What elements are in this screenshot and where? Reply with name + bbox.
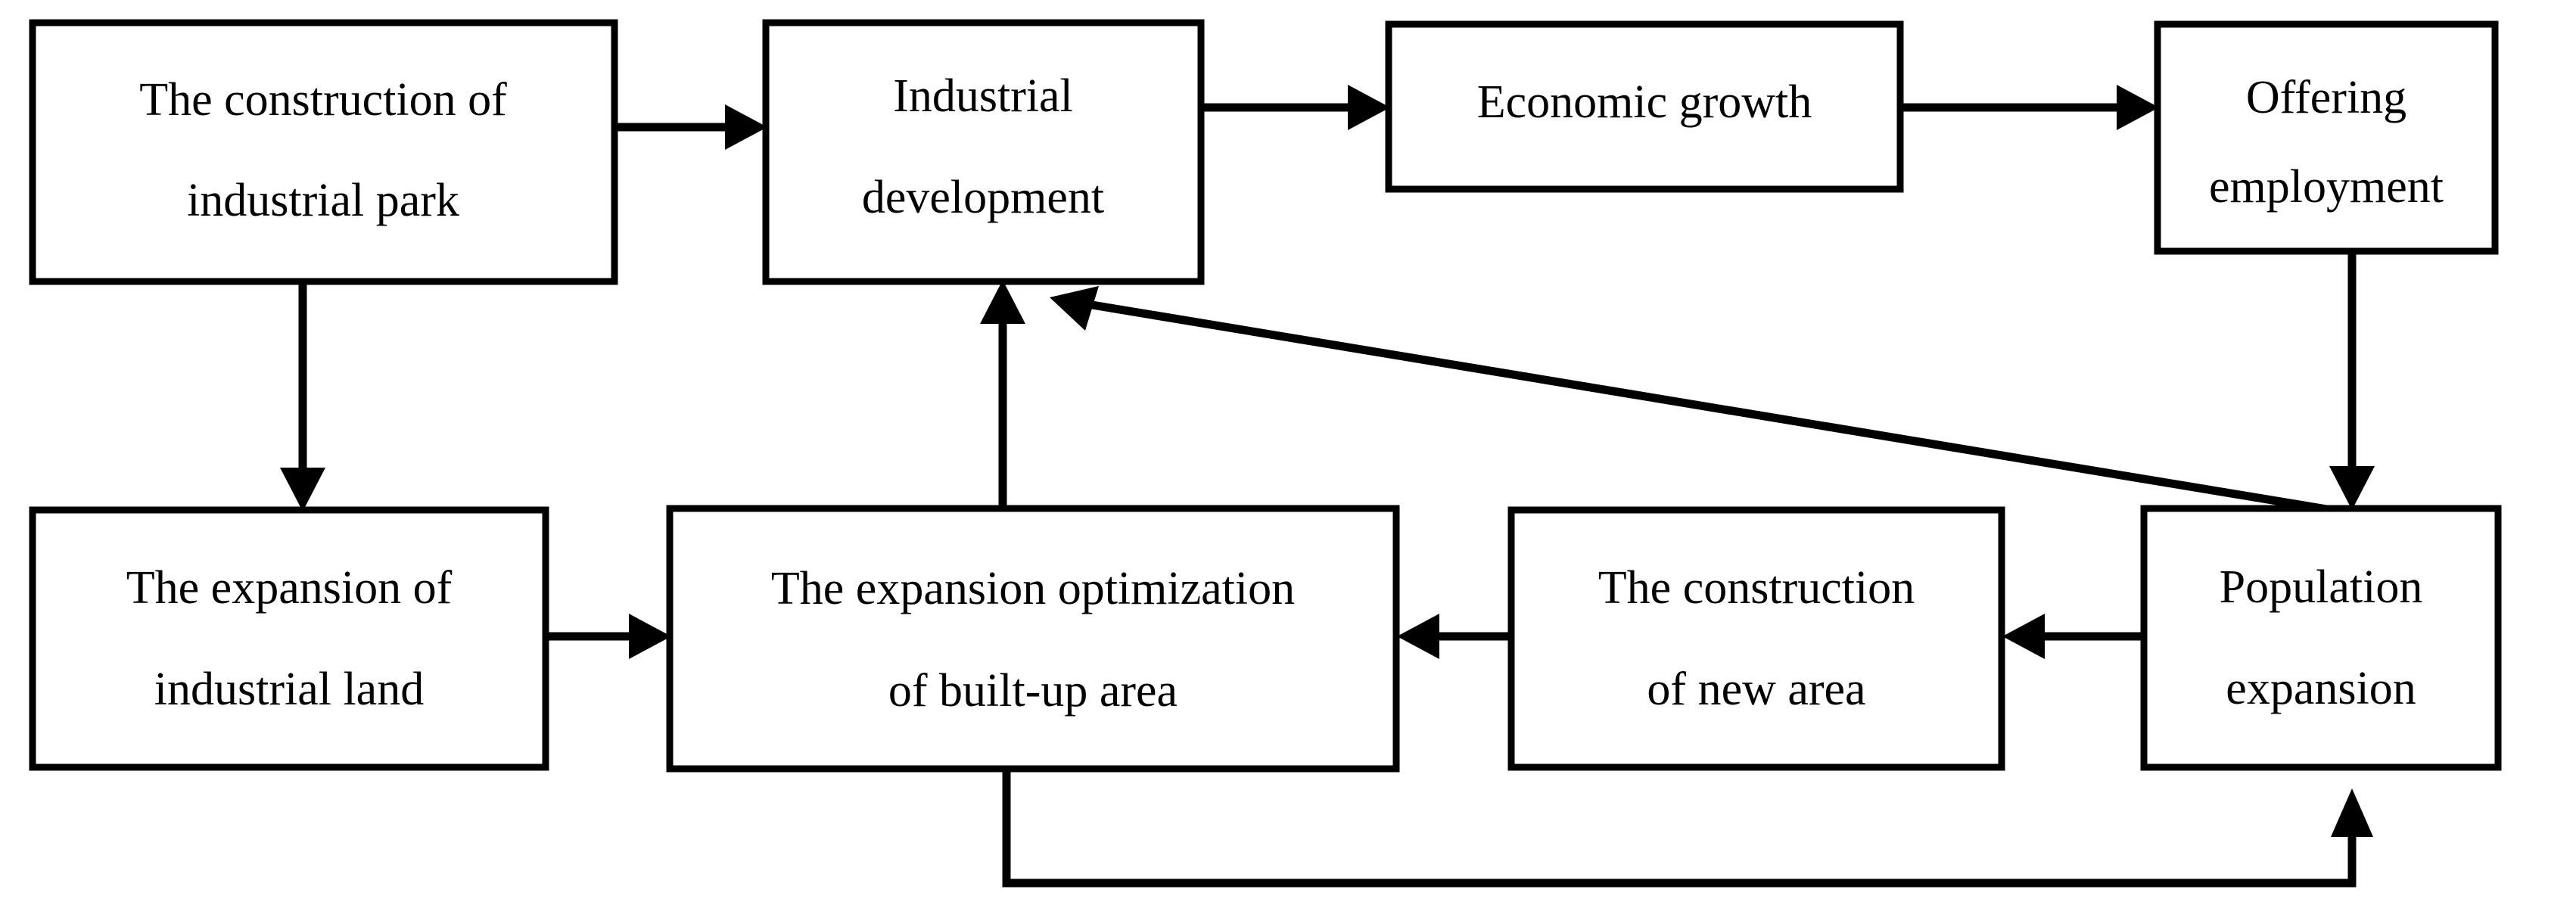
node-label-construction-new-area-line1: The construction (1598, 562, 1915, 614)
edge-park-to-industrial-land (280, 281, 325, 512)
node-label-industrial-development-line2: development (862, 172, 1104, 223)
edge-offering-employment-to-population-expansion (2329, 251, 2375, 510)
node-expansion-industrial-land[interactable]: The expansion of industrial land (29, 506, 549, 771)
node-box-industrial-development[interactable] (762, 19, 1205, 285)
node-label-construction-new-area-line2: of new area (1647, 664, 1865, 715)
node-label-population-expansion-line1: Population (2220, 561, 2423, 613)
node-box-expansion-industrial-land[interactable] (29, 506, 549, 771)
node-label-offering-employment-line1: Offering (2246, 72, 2406, 123)
node-label-construction-industrial-park-line1: The construction of (139, 74, 507, 126)
node-label-expansion-optimization-built-up-area-line1: The expansion optimization (771, 563, 1295, 614)
node-label-economic-growth-line1: Economic growth (1477, 76, 1812, 128)
node-box-population-expansion[interactable] (2140, 505, 2502, 771)
edge-economic-growth-to-offering-employment (1900, 85, 2159, 130)
node-label-population-expansion-line2: expansion (2226, 663, 2416, 714)
node-construction-new-area[interactable]: The construction of new area (1507, 506, 2005, 771)
node-box-economic-growth[interactable] (1385, 20, 1904, 193)
node-box-offering-employment[interactable] (2154, 20, 2499, 255)
node-economic-growth[interactable]: Economic growth (1385, 20, 1904, 193)
node-population-expansion[interactable]: Population expansion (2140, 505, 2502, 771)
node-box-construction-industrial-park[interactable] (29, 19, 618, 285)
node-label-expansion-industrial-land-line2: industrial land (154, 664, 424, 715)
node-industrial-development[interactable]: Industrial development (762, 19, 1205, 285)
edge-park-to-industrial-development (614, 104, 767, 150)
node-box-construction-new-area[interactable] (1507, 506, 2005, 771)
node-label-expansion-optimization-built-up-area-line2: of built-up area (888, 665, 1178, 717)
node-box-expansion-optimization-built-up-area[interactable] (666, 505, 1400, 773)
edge-industrial-land-to-built-up-area (546, 614, 671, 659)
edge-built-up-area-to-population-expansion (1002, 769, 2373, 888)
node-construction-industrial-park[interactable]: The construction of industrial park (29, 19, 618, 285)
edge-new-area-to-built-up-area (1397, 614, 1511, 659)
edge-population-expansion-to-industrial-development (1050, 286, 2350, 518)
edge-built-up-area-to-industrial-development (980, 280, 1025, 508)
node-offering-employment[interactable]: Offering employment (2154, 20, 2499, 255)
node-label-industrial-development-line1: Industrial (893, 70, 1073, 122)
node-expansion-optimization-built-up-area[interactable]: The expansion optimization of built-up a… (666, 505, 1400, 773)
node-label-expansion-industrial-land-line1: The expansion of (126, 562, 453, 614)
edge-population-expansion-to-new-area (2002, 614, 2144, 659)
edge-industrial-development-to-economic-growth (1201, 85, 1390, 130)
node-label-construction-industrial-park-line2: industrial park (187, 175, 459, 226)
node-label-offering-employment-line2: employment (2209, 161, 2444, 213)
